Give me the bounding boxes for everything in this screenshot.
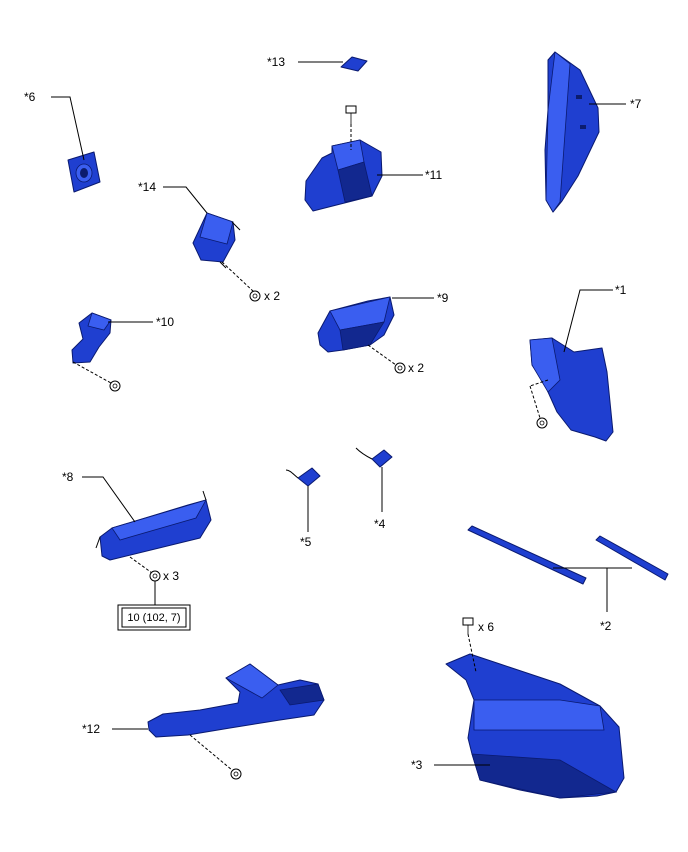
part-11-center-cover [304,139,383,212]
part-13-cover [340,56,368,72]
label-7: *7 [630,97,642,111]
part-1-clip [536,417,548,429]
label-4: *4 [374,517,386,531]
label-11: *11 [425,168,442,182]
label-2: *2 [600,619,612,633]
part-14-bracket [192,212,241,269]
qty-8: x 3 [163,569,179,583]
part-12-rail [147,663,325,738]
part-10-bolt [109,380,121,392]
part-11-bolt [345,105,357,124]
qty-14: x 2 [264,289,280,303]
part-10-bracket [71,312,112,364]
part-9-panel [317,296,395,353]
label-9: *9 [437,291,449,305]
label-5: *5 [300,535,312,549]
part-9-bolt [394,362,406,374]
part-12-bolt [230,768,242,780]
label-12: *12 [82,722,100,736]
torque-spec-8: 10 (102, 7) [117,604,191,631]
torque-value-8: 10 (102, 7) [127,612,180,624]
qty-3: x 6 [478,620,494,634]
label-14: *14 [138,180,156,194]
part-4-connector [355,447,393,468]
part-8-bolt [149,570,161,582]
part-3-bolt [462,617,474,634]
label-8: *8 [62,470,74,484]
part-7-pillar-trim [544,51,600,213]
part-3-side-panel [445,653,625,799]
label-3: *3 [411,758,423,772]
label-6: *6 [24,90,36,104]
part-8-console-panel [95,490,212,561]
label-13: *13 [267,55,285,69]
qty-9: x 2 [408,361,424,375]
label-1: *1 [615,283,627,297]
part-2-scuff-strips [467,525,669,585]
part-5-connector [285,467,321,487]
part-1-lower-trim [529,337,614,442]
part-14-clip [249,290,261,302]
part-6-knob-cover [67,151,101,193]
label-10: *10 [156,315,174,329]
